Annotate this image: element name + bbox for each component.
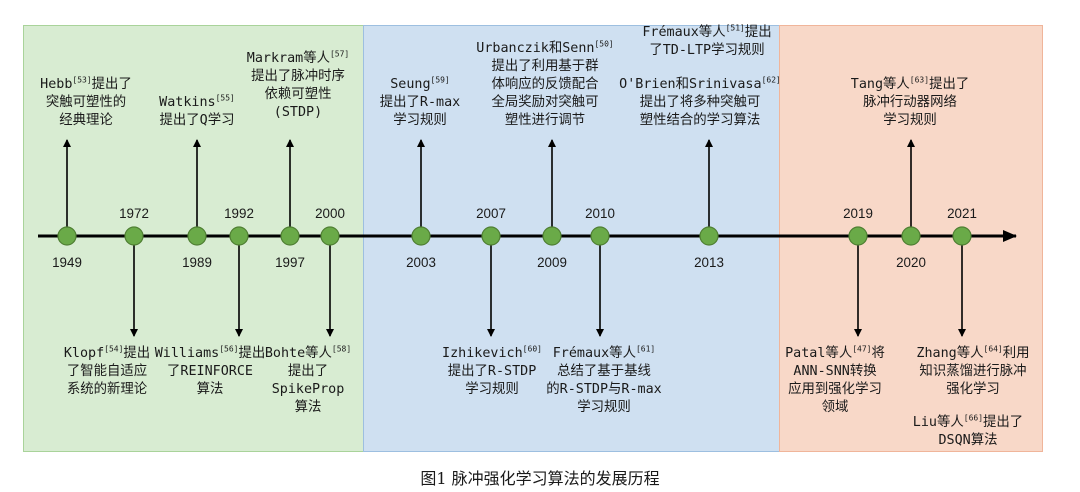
event-line: 总结了基于基线 [557, 364, 651, 379]
event-line: 算法 [294, 400, 322, 415]
event-line: 提出了R-STDP [447, 364, 537, 379]
event-line: 塑性结合的学习算法 [639, 113, 761, 128]
event-line: Williams[56]提出 [154, 344, 266, 361]
event-line: 脉冲行动器网络 [863, 95, 957, 110]
event-line: 了TD-LTP学习规则 [649, 43, 765, 58]
event-line: 了智能自适应 [66, 364, 148, 379]
year-label-1949: 1949 [52, 255, 82, 270]
event-line: 提出了脉冲时序 [251, 69, 345, 84]
event-seung: Seung[59] 提出了R-max 学习规则 [380, 76, 460, 130]
event-line: Frémaux等人[51]提出 [642, 23, 772, 40]
event-line: 提出了利用基于群 [491, 59, 599, 74]
event-line: 突触可塑性的 [45, 95, 127, 110]
timeline-node-2009 [542, 226, 562, 246]
timeline-node-2020 [901, 226, 921, 246]
event-line: 学习规则 [465, 382, 519, 397]
event-line: O'Brien和Srinivasa[62] [619, 75, 781, 92]
year-label-2003: 2003 [406, 255, 436, 270]
event-patal: Patal等人[47]将 ANN-SNN转换应用到强化学习领域 [785, 345, 885, 417]
timeline-node-2019 [848, 226, 868, 246]
timeline-node-1992 [229, 226, 249, 246]
event-line: (STDP) [273, 105, 323, 120]
event-line: SpikeProp [271, 382, 345, 397]
timeline-node-2000 [320, 226, 340, 246]
year-label-1972: 1972 [119, 206, 149, 221]
event-line: 学习规则 [393, 113, 447, 128]
event-line: Markram等人[57] [246, 49, 350, 66]
event-line: 知识蒸馏进行脉冲 [919, 364, 1027, 379]
event-line: 的R-STDP与R-max [546, 382, 662, 397]
year-label-2009: 2009 [537, 255, 567, 270]
event-line: 提出了将多种突触可 [639, 95, 761, 110]
event-line: 依赖可塑性 [264, 87, 332, 102]
timeline-node-2007 [481, 226, 501, 246]
year-label-1992: 1992 [224, 206, 254, 221]
year-label-2021: 2021 [947, 206, 977, 221]
event-williams: Williams[56]提出了REINFORCE 算法 [155, 345, 266, 399]
event-line: 系统的新理论 [66, 382, 148, 397]
year-label-2000: 2000 [315, 206, 345, 221]
figure-caption: 图1 脉冲强化学习算法的发展历程 [420, 469, 660, 488]
year-label-1997: 1997 [275, 255, 305, 270]
event-line: Izhikevich[60] [442, 344, 542, 361]
event-line: Frémaux等人[61] [552, 344, 656, 361]
timeline-node-2021 [952, 226, 972, 246]
event-line: 经典理论 [59, 113, 113, 128]
event-line: 算法 [196, 382, 224, 397]
event-line: 学习规则 [577, 400, 631, 415]
event-line: Patal等人[47]将 [785, 344, 885, 361]
event-line: ANN-SNN转换 [793, 364, 877, 379]
year-label-2007: 2007 [476, 206, 506, 221]
event-line: Bohte等人[58] [264, 344, 352, 361]
event-line: Seung[59] [390, 75, 450, 92]
year-label-2010: 2010 [585, 206, 615, 221]
timeline-node-1949 [57, 226, 77, 246]
event-line: Urbanczik和Senn[50] [476, 39, 614, 56]
event-line: Liu等人[66]提出了 [912, 413, 1024, 430]
event-line: 了REINFORCE [167, 364, 253, 379]
event-line: 提出了 [287, 364, 329, 379]
event-line: 塑性进行调节 [504, 113, 586, 128]
event-line: 领域 [821, 400, 849, 415]
event-line: Tang等人[63]提出了 [850, 75, 970, 92]
timeline-node-1989 [187, 226, 207, 246]
event-watkins: Watkins[55] 提出了Q学习 [159, 94, 235, 130]
event-line: 提出了R-max [379, 95, 461, 110]
year-label-2020: 2020 [896, 255, 926, 270]
year-label-1989: 1989 [182, 255, 212, 270]
event-obrien: O'Brien和Srinivasa[62] 提出了将多种突触可塑性结合的学习算法 [619, 76, 781, 130]
event-izhikevich: Izhikevich[60] 提出了R-STDP 学习规则 [442, 345, 542, 399]
timeline-node-1997 [280, 226, 300, 246]
event-liu: Liu等人[66]提出了 DSQN算法 [913, 414, 1023, 450]
event-line: 强化学习 [946, 382, 1000, 397]
event-line: Zhang等人[64]利用 [916, 344, 1030, 361]
event-line: 全局奖励对突触可 [491, 95, 599, 110]
event-line: 应用到强化学习 [788, 382, 882, 397]
event-klopf: Klopf[54]提出了智能自适应系统的新理论 [64, 345, 150, 399]
event-urbanczik: Urbanczik和Senn[50] 提出了利用基于群体响应的反馈配合全局奖励对突… [476, 40, 613, 130]
event-line: 提出了Q学习 [159, 113, 235, 128]
event-zhang: Zhang等人[64]利用知识蒸馏进行脉冲强化学习 [916, 345, 1029, 399]
year-label-2019: 2019 [843, 206, 873, 221]
event-fremaux-tdltp: Frémaux等人[51]提出了TD-LTP学习规则 [642, 24, 771, 60]
event-tang: Tang等人[63]提出了脉冲行动器网络学习规则 [851, 76, 969, 130]
event-hebb: Hebb[53]提出了突触可塑性的经典理论 [40, 76, 132, 130]
event-bohte: Bohte等人[58] 提出了 SpikeProp 算法 [265, 345, 351, 417]
event-line: 体响应的反馈配合 [491, 77, 599, 92]
event-line: DSQN算法 [938, 433, 998, 448]
timeline-node-2010 [590, 226, 610, 246]
year-label-2013: 2013 [694, 255, 724, 270]
timeline-node-2013 [699, 226, 719, 246]
event-line: 学习规则 [883, 113, 937, 128]
event-line: Watkins[55] [159, 93, 235, 110]
event-line: Klopf[54]提出 [63, 344, 151, 361]
event-markram: Markram等人[57] 提出了脉冲时序依赖可塑性 (STDP) [247, 50, 349, 122]
event-fremaux-rstdp: Frémaux等人[61] 总结了基于基线的R-STDP与R-max 学习规则 [546, 345, 661, 417]
event-line: Hebb[53]提出了 [40, 75, 132, 92]
timeline-node-1972 [124, 226, 144, 246]
timeline-node-2003 [411, 226, 431, 246]
